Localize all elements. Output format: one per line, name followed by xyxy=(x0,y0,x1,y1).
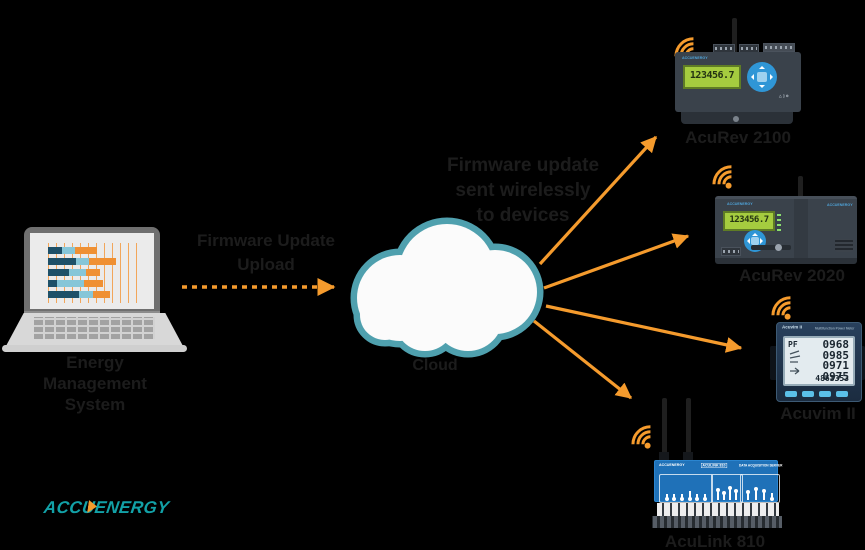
lcd-pf-label: PF xyxy=(788,340,798,349)
lcd-totalizer: 4863353 xyxy=(815,374,849,383)
slide-cover xyxy=(751,244,791,251)
laptop-keyboard xyxy=(34,317,155,339)
mounting-clip xyxy=(770,346,778,380)
meter-button xyxy=(836,391,848,397)
terminal-row xyxy=(650,514,784,530)
arrow-cloud-to-acurev2020 xyxy=(543,233,690,290)
arrow-cloud-to-acurev2100 xyxy=(538,135,658,266)
meter-button xyxy=(785,391,797,397)
device-body: ACCUENERGY ACCUENERGY 123456.7 xyxy=(715,196,857,261)
upload-label-line1: Firmware Update xyxy=(197,231,335,250)
arrow-cloud-to-aculink810 xyxy=(533,319,633,400)
laptop-screen xyxy=(30,233,154,309)
push-label-line1: Firmware update xyxy=(446,155,600,176)
brand-logo-text: ACCUENERGY xyxy=(827,203,853,208)
model-badge: ACULINK 810 xyxy=(701,463,727,468)
brand-logo-text: ACCUENERGY xyxy=(682,56,708,61)
lcd-reading: 0968 xyxy=(822,338,850,351)
bar-row xyxy=(48,291,144,298)
antenna-icon xyxy=(662,398,667,458)
device-body: ACCUENERGY ACULINK 810 DATA ACQUISITION … xyxy=(654,460,782,503)
bar-row xyxy=(48,269,144,276)
meter-lcd: PF 0968 0985 0971 0975 4863353 xyxy=(783,336,855,386)
meter-button xyxy=(802,391,814,397)
antenna-base xyxy=(659,452,669,461)
device-acurev2020: ACCUENERGY ACCUENERGY 123456.7 AcuRev 20… xyxy=(712,173,860,288)
device-body: ACCUENERGY 123456.7 △ ▯ ⊜ xyxy=(675,52,801,112)
device-name-label: AcuRev 2100 xyxy=(685,128,791,147)
laptop-screen-frame xyxy=(24,227,160,313)
device-base xyxy=(715,258,857,264)
laptop-label-line2: System xyxy=(64,395,126,414)
cloud-icon xyxy=(350,217,544,358)
brand-logo-text: ACCUENERGY xyxy=(659,463,685,468)
bar-row xyxy=(48,258,144,265)
brand-logo-text: ACCUENERGY xyxy=(727,202,753,207)
accuenergy-logo: ACCUENERGY xyxy=(42,498,171,517)
push-label-line3: to devices xyxy=(476,205,570,226)
lcd-display: 123456.7 xyxy=(683,65,741,89)
antenna-icon xyxy=(732,18,737,58)
status-leds xyxy=(777,213,781,231)
laptop-label-line1: Energy Management xyxy=(43,353,147,393)
bar-row xyxy=(48,247,144,254)
antenna-icon xyxy=(686,398,691,458)
device-acuvim2: Acuvim II Multifunction Power Meter PF 0… xyxy=(770,320,865,425)
terminal-block xyxy=(721,247,741,256)
meter-subtitle-text: Multifunction Power Meter xyxy=(815,327,855,331)
device-aculink810: ACCUENERGY ACULINK 810 DATA ACQUISITION … xyxy=(640,396,790,550)
device-name-label: Acuvim II xyxy=(780,404,856,423)
bar-row xyxy=(48,280,144,287)
push-label-line2: sent wirelessly xyxy=(455,180,591,201)
laptop-label: Energy Management System xyxy=(14,352,176,415)
upload-label-line2: Upload xyxy=(237,255,295,274)
lcd-readings: 0968 0985 0971 0975 xyxy=(822,338,850,383)
lcd-display: 123456.7 xyxy=(723,211,775,231)
laptop-hinge xyxy=(24,311,160,314)
arrow-cloud-to-acuvim2 xyxy=(545,304,743,353)
device-acurev2100: ACCUENERGY 123456.7 △ ▯ ⊜ AcuRev 2100 xyxy=(673,18,803,158)
cloud-label: Cloud xyxy=(412,357,458,374)
laptop-bottom-edge xyxy=(2,345,187,352)
io-panel xyxy=(740,474,780,503)
lcd-reading: 0985 xyxy=(822,348,850,362)
io-panel xyxy=(659,474,713,503)
meter-button xyxy=(819,391,831,397)
dip-switch-strip xyxy=(654,500,782,520)
navigation-dpad xyxy=(747,62,777,92)
push-label: Firmware update sent wirelessly to devic… xyxy=(430,153,616,228)
lcd-reading: 0971 xyxy=(822,359,850,372)
device-name-label: AcuLink 810 xyxy=(664,532,766,550)
cert-marks: △ ▯ ⊜ xyxy=(779,94,789,99)
io-panel xyxy=(711,474,743,503)
laptop-base xyxy=(6,313,183,346)
din-rail-base xyxy=(681,112,793,124)
io-connector xyxy=(763,43,795,52)
meter-model-text: Acuvim II xyxy=(782,325,803,330)
antenna-mount xyxy=(794,199,808,261)
antenna-base xyxy=(683,452,693,461)
lcd-phasor-icon xyxy=(789,350,801,375)
bar-chart xyxy=(48,247,144,302)
device-name-label: AcuRev 2020 xyxy=(739,266,845,285)
vent-slots xyxy=(835,239,853,252)
device-subtitle: DATA ACQUISITION SERVER xyxy=(739,464,783,468)
upload-label: Firmware Update Upload xyxy=(170,229,362,277)
lcd-reading: 0975 xyxy=(822,369,850,383)
meter-body: Acuvim II Multifunction Power Meter PF 0… xyxy=(776,322,862,402)
